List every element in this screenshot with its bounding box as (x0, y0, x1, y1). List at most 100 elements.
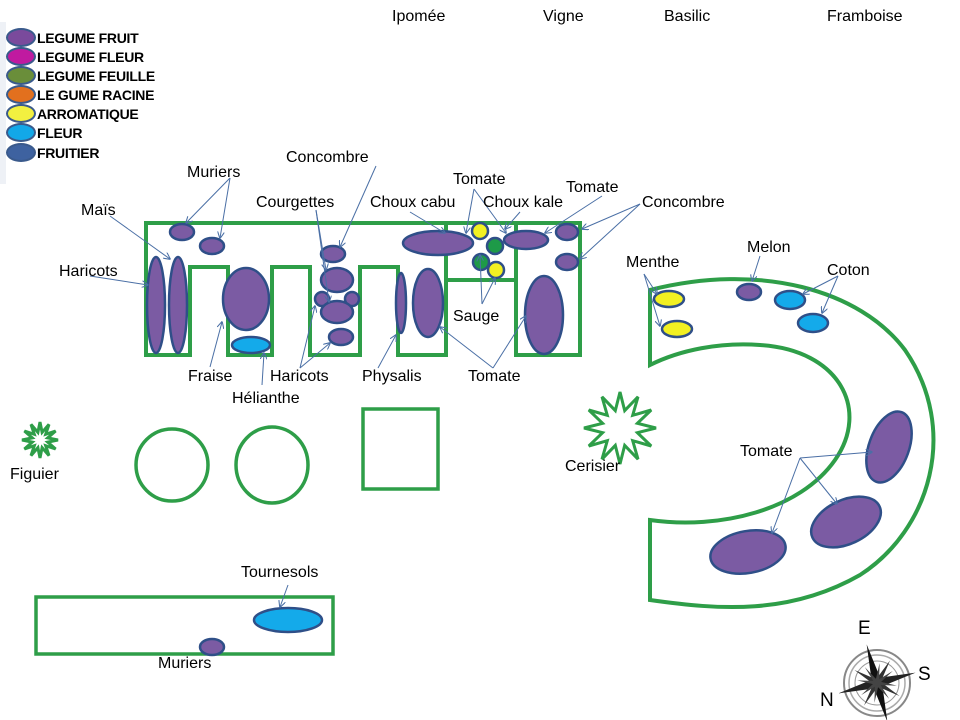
annotation-arrow (822, 275, 839, 313)
label-fraise: Fraise (188, 368, 233, 385)
annotation-arrow (643, 273, 657, 294)
annotation-arrow (582, 203, 641, 229)
label-tomate: Tomate (468, 368, 521, 385)
annotation-arrow (481, 278, 495, 305)
annotation-arrow (377, 335, 396, 369)
label-haricots: Haricots (59, 263, 118, 280)
annotation-arrow (492, 316, 526, 369)
legend-label: LE GUME RACINE (37, 86, 155, 103)
plant-fraise (221, 266, 271, 332)
plant-courgettes (319, 299, 355, 325)
legend-item: LEGUME FRUIT (6, 28, 139, 47)
label-basilic: Basilic (664, 8, 711, 25)
plant-courgettes (319, 266, 355, 294)
plant-heliante (230, 335, 272, 355)
plant-menthe (660, 319, 694, 339)
plant-tomate (523, 274, 565, 356)
plant-concombre (554, 252, 580, 272)
compass-north-label: N (820, 690, 834, 711)
label-cerisier: Cerisier (565, 458, 621, 475)
annotation-arrow (220, 177, 231, 238)
annotation-arrow (186, 177, 231, 223)
label-tournesols: Tournesols (241, 564, 319, 581)
annotation-arrow (545, 195, 603, 233)
annotation-arrow (280, 584, 289, 607)
annotation-arrow (480, 255, 482, 305)
annotation-arrow (209, 322, 222, 368)
plant-muriers (198, 236, 226, 256)
label-muriers: Muriers (187, 164, 241, 181)
legend-swatch (6, 66, 36, 85)
annotation-arrow (799, 452, 872, 459)
plant-muriers (198, 637, 226, 657)
annotation-arrow (440, 327, 494, 369)
annotation-arrow (299, 343, 330, 369)
legend-label: LEGUME FLEUR (37, 48, 144, 65)
annotation-arrow (299, 306, 315, 369)
label-framboise: Framboise (827, 8, 903, 25)
plant-tomate (411, 267, 445, 339)
legend-swatch (6, 28, 36, 47)
arc-bed (648, 277, 936, 610)
annotation-arrow (340, 165, 377, 247)
annotation-arrow (473, 188, 506, 233)
figuier-tree-icon (21, 421, 59, 459)
label-coton: Coton (827, 262, 870, 279)
legend-item: LE GUME RACINE (6, 85, 154, 104)
legend-swatch (6, 104, 36, 123)
label-concombre: Concombre (286, 149, 369, 166)
plant-tomate (709, 529, 787, 575)
plant-mais (167, 255, 189, 355)
legend-label: LEGUME FRUIT (37, 29, 139, 46)
annotation-arrow (89, 275, 148, 285)
label-choux-cabu: Choux cabu (370, 194, 456, 211)
long-bed (34, 595, 335, 656)
legend-item: LEGUME FEUILLE (6, 66, 155, 85)
annotation-arrow (772, 457, 801, 533)
annotation-arrow (643, 273, 660, 326)
plant-haricots (327, 327, 355, 347)
plant-menthe (652, 289, 686, 309)
round-bed (134, 427, 210, 503)
label-courgettes: Courgettes (256, 194, 335, 211)
label-tomate: Tomate (566, 179, 619, 196)
label-haricots: Haricots (270, 368, 329, 385)
plant-muriers (168, 222, 196, 242)
legend-label: FLEUR (37, 124, 83, 141)
plant-melon (735, 282, 763, 302)
plant-tomate (809, 495, 883, 549)
legend-label: FRUITIER (37, 144, 100, 161)
plant-tournesols (252, 606, 324, 634)
legend-item: FRUITIER (6, 143, 99, 162)
square-bed (361, 407, 440, 491)
label-ipomee: Ipomée (392, 8, 446, 25)
label-concombre: Concombre (642, 194, 725, 211)
label-figuier: Figuier (10, 466, 59, 483)
plant-sauge (470, 221, 490, 241)
legend-item: LEGUME FLEUR (6, 47, 144, 66)
label-physalis: Physalis (362, 368, 422, 385)
main-bed (144, 221, 582, 357)
label-heliante: Hélianthe (232, 390, 300, 407)
label-tomate: Tomate (740, 443, 793, 460)
plant-choux-cabu (401, 229, 475, 257)
plant-physalis (394, 271, 408, 335)
legend-background (0, 22, 6, 184)
plant-mais (145, 255, 167, 355)
compass-rose-icon (838, 644, 916, 720)
annotation-arrow (109, 215, 170, 259)
annotation-arrow (315, 209, 329, 302)
plant-tomate (865, 410, 913, 484)
round-bed (234, 425, 310, 505)
annotation-arrow (505, 211, 521, 229)
label-melon: Melon (747, 239, 791, 256)
plant-sauge (486, 260, 506, 280)
label-muriers: Muriers (158, 655, 212, 672)
plant-concombre (319, 244, 347, 264)
plant-coton (796, 312, 830, 334)
legend-swatch (6, 85, 36, 104)
compass-south-label: S (918, 664, 931, 685)
legend-item: ARROMATIQUE (6, 104, 139, 123)
label-mais: Maïs (81, 202, 116, 219)
